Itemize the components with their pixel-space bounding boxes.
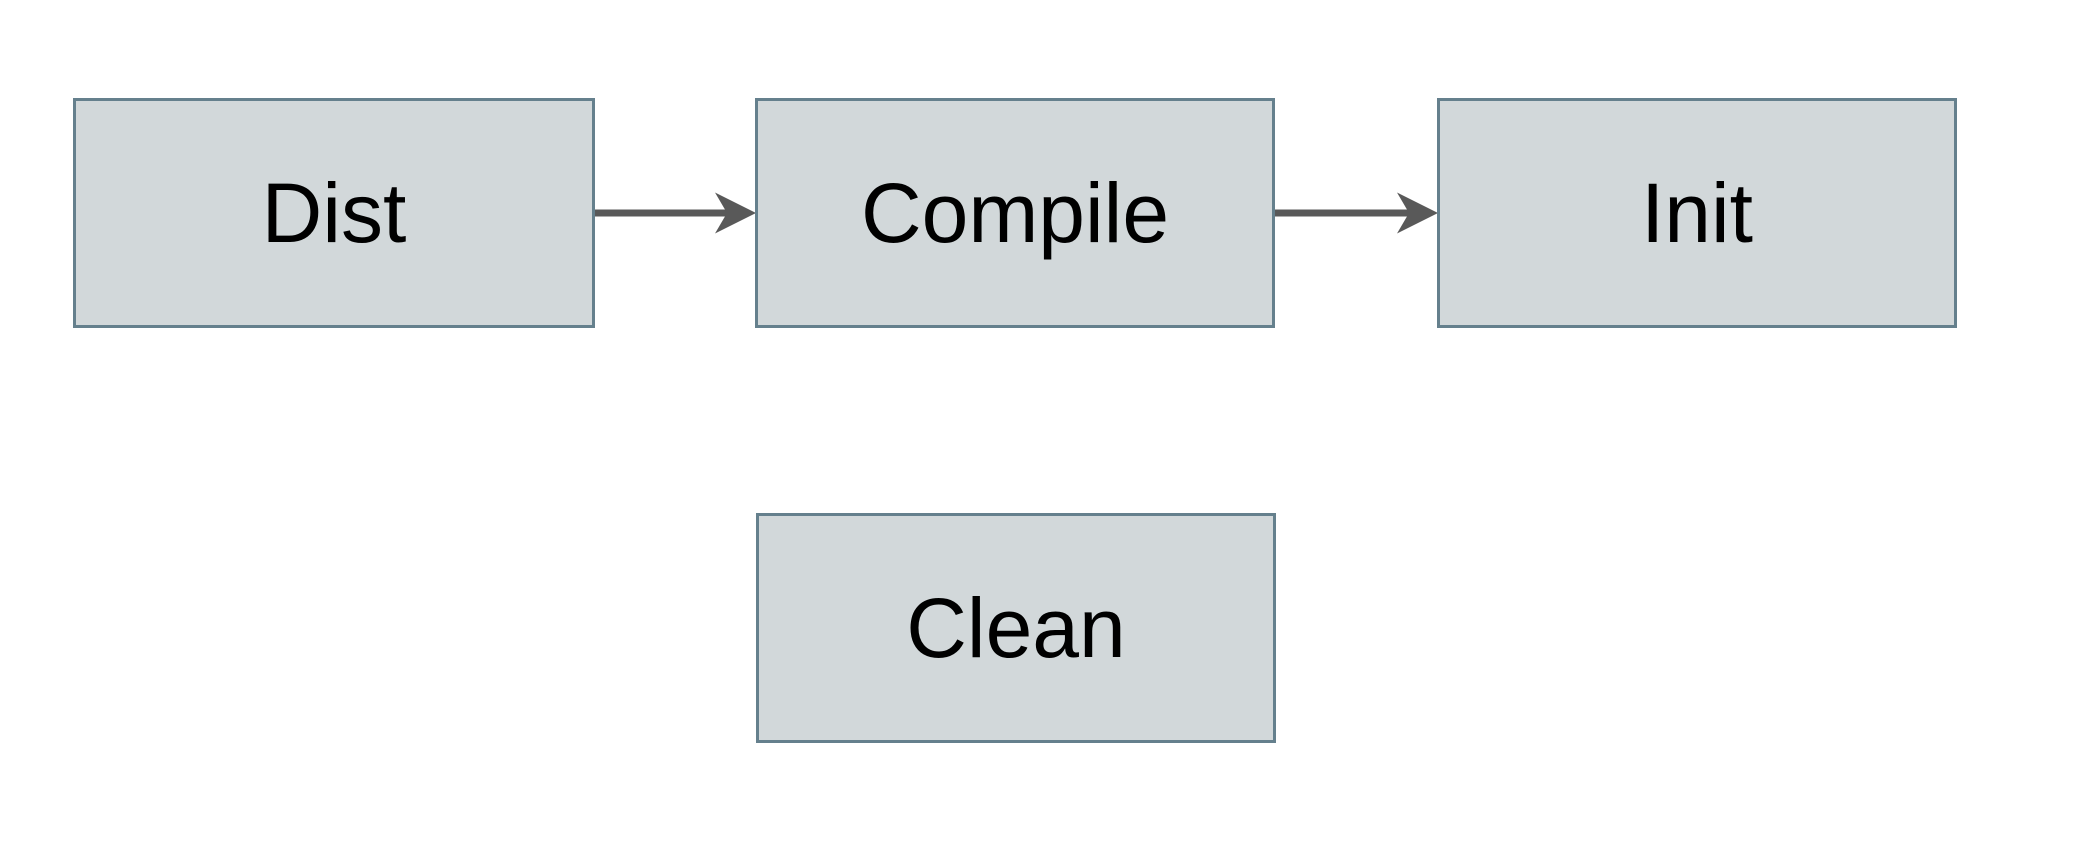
arrow-compile-to-init-icon: [1275, 192, 1438, 234]
node-init-label: Init: [1640, 165, 1754, 260]
node-clean-label: Clean: [906, 580, 1126, 675]
node-init: Init: [1437, 98, 1957, 328]
node-dist: Dist: [73, 98, 595, 328]
node-compile: Compile: [755, 98, 1275, 328]
node-dist-label: Dist: [261, 165, 407, 260]
node-compile-label: Compile: [860, 165, 1170, 260]
node-clean: Clean: [756, 513, 1276, 743]
arrow-dist-to-compile-icon: [595, 192, 756, 234]
